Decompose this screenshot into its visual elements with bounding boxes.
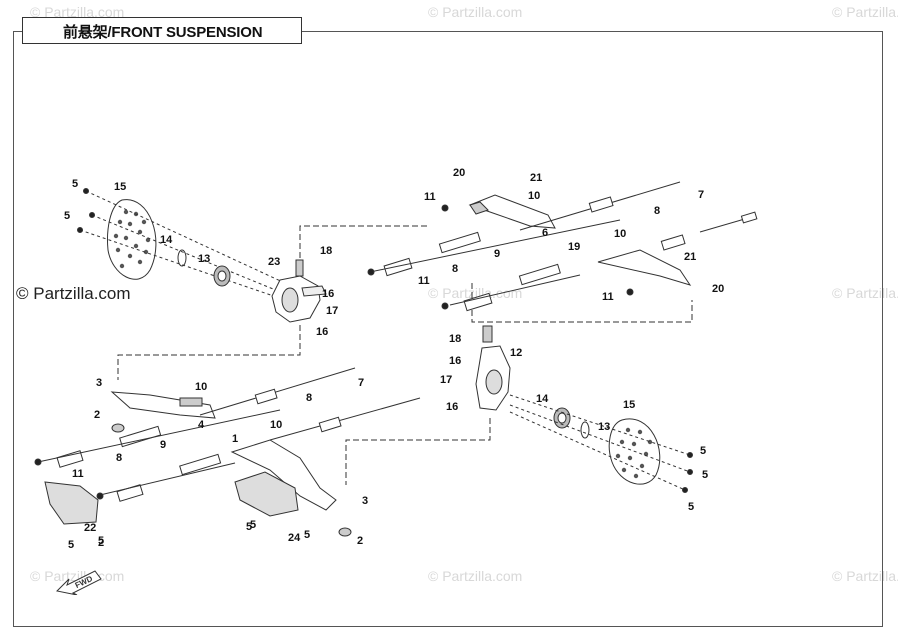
callout-21: 21 <box>684 251 696 263</box>
callout-10: 10 <box>528 190 540 202</box>
callout-11: 11 <box>424 191 436 203</box>
callout-3: 3 <box>362 495 368 507</box>
callout-2: 2 <box>98 537 104 549</box>
callout-23: 23 <box>268 256 280 268</box>
diagram-frame <box>13 31 883 627</box>
callout-9: 9 <box>160 439 166 451</box>
callout-4: 4 <box>198 419 205 431</box>
watermark: © Partzilla.com <box>428 4 523 20</box>
watermark: © Partzilla.com <box>30 568 125 584</box>
callout-20: 20 <box>453 167 465 179</box>
callout-15: 15 <box>623 399 635 411</box>
callout-2: 2 <box>94 409 100 421</box>
callout-17: 17 <box>326 305 338 317</box>
callout-7: 7 <box>698 189 704 201</box>
callout-8: 8 <box>306 392 312 404</box>
pivot-shaft-lower <box>199 367 421 441</box>
callout-14: 14 <box>536 393 549 405</box>
callout-5: 5 <box>700 445 706 457</box>
callout-13: 13 <box>198 253 210 265</box>
bearing-left <box>213 265 231 287</box>
callout-17: 17 <box>440 374 452 386</box>
callout-6: 6 <box>542 227 548 239</box>
callout-20: 20 <box>712 283 724 295</box>
callout-8: 8 <box>654 205 660 217</box>
fwd-arrow-icon: FWD <box>55 570 102 595</box>
skid-plate-right <box>234 471 299 517</box>
callout-3: 3 <box>96 377 102 389</box>
page-title: 前悬架/FRONT SUSPENSION <box>63 24 263 41</box>
bushings-upper <box>369 219 621 312</box>
pivot-shaft-upper <box>519 181 758 251</box>
callout-8: 8 <box>116 452 122 464</box>
steering-knuckle-left <box>271 259 327 323</box>
watermark: © Partzilla.com <box>428 568 523 584</box>
callout-18: 18 <box>449 333 461 345</box>
callout-5: 5 <box>250 519 256 531</box>
callout-14: 14 <box>160 234 173 246</box>
callout-5: 5 <box>68 539 74 551</box>
circlip-right <box>580 421 590 439</box>
bolt-line-upper-left <box>79 190 301 306</box>
callout-5: 5 <box>72 178 78 190</box>
callout-2: 2 <box>357 535 363 547</box>
ball-joint-left <box>111 423 352 537</box>
watermark: © Partzilla.com <box>428 285 523 301</box>
callout-10: 10 <box>614 228 626 240</box>
callout-18: 18 <box>320 245 332 257</box>
lower-a-arm-rear <box>110 391 216 419</box>
callout-11: 11 <box>72 468 84 480</box>
callout-1: 1 <box>232 433 238 445</box>
callout-7: 7 <box>358 377 364 389</box>
title-box: 前悬架/FRONT SUSPENSION <box>22 17 302 44</box>
callout-13: 13 <box>598 421 610 433</box>
callout-16: 16 <box>449 355 461 367</box>
watermark-partzilla: © Partzilla.com <box>16 284 131 303</box>
callout-12: 12 <box>510 347 522 359</box>
callout-21: 21 <box>530 172 542 184</box>
callout-10: 10 <box>270 419 282 431</box>
callout-16: 16 <box>322 288 334 300</box>
callout-5: 5 <box>688 501 694 513</box>
bearing-right <box>553 407 571 429</box>
brake-disc-left <box>107 199 157 280</box>
callout-5: 5 <box>246 521 252 533</box>
steering-knuckle-right <box>475 325 511 411</box>
callout-5: 5 <box>304 529 310 541</box>
callout-10: 10 <box>195 381 207 393</box>
callout-19: 19 <box>568 241 580 253</box>
watermark: © Partzilla.com <box>832 4 898 20</box>
watermark: © Partzilla.com <box>832 568 898 584</box>
callout-11: 11 <box>418 275 430 287</box>
callout-5: 5 <box>98 535 104 547</box>
watermark: © Partzilla.com <box>832 285 898 301</box>
callout-24: 24 <box>288 532 301 544</box>
callout-5: 5 <box>702 469 708 481</box>
upper-a-arm-rear <box>468 194 556 229</box>
callout-11: 11 <box>602 291 614 303</box>
callout-22: 22 <box>84 522 96 534</box>
upper-a-arm-front <box>597 249 692 286</box>
callout-9: 9 <box>494 248 500 260</box>
lower-a-arm-front <box>230 439 337 511</box>
callout-16: 16 <box>446 401 458 413</box>
callout-16: 16 <box>316 326 328 338</box>
callout-8: 8 <box>452 263 458 275</box>
skid-plate-left <box>44 481 99 525</box>
callout-15: 15 <box>114 181 126 193</box>
bushings-lower <box>37 409 281 502</box>
callout-5: 5 <box>64 210 70 222</box>
circlip-left <box>177 249 187 267</box>
watermark: © Partzilla.com <box>30 4 125 20</box>
